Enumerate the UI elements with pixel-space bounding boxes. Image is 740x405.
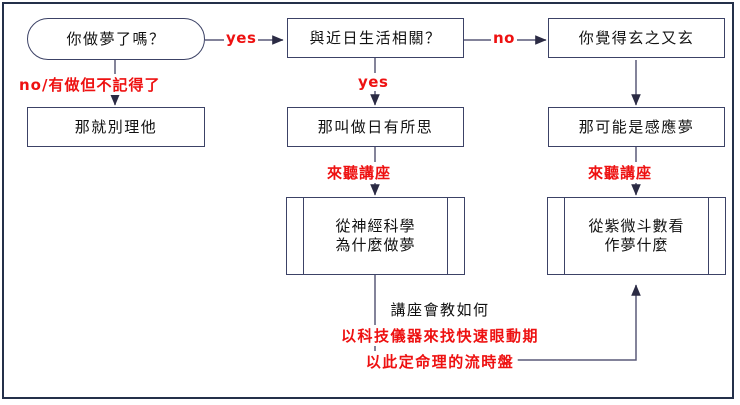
edge-label-text: 來聽講座 bbox=[327, 164, 392, 182]
footer-note-text: 以科技儀器來找快速眼動期 bbox=[340, 327, 540, 345]
edge-label-no-2: no bbox=[491, 29, 517, 47]
footer-note-tech-rem-detection: 以科技儀器來找快速眼動期 bbox=[337, 325, 543, 346]
node-label: 你做夢了嗎？ bbox=[66, 29, 166, 48]
edge-label-come-to-lecture-1: 來聽講座 bbox=[325, 162, 394, 183]
edge-label-yes-2: yes bbox=[356, 73, 391, 91]
footer-note-lecture-teaches: 講座會教如何 bbox=[387, 299, 493, 320]
edge-label-come-to-lecture-2: 來聽講座 bbox=[586, 162, 655, 183]
node-label: 與近日生活相關？ bbox=[309, 28, 442, 47]
node-question-do-you-dream[interactable]: 你做夢了嗎？ bbox=[27, 18, 205, 60]
node-label: 那可能是感應夢 bbox=[578, 117, 695, 136]
node-lecture-neuroscience[interactable]: 從神經科學 為什麼做夢 bbox=[286, 197, 465, 275]
node-label: 你覺得玄之又玄 bbox=[578, 28, 695, 47]
node-label: 從紫微斗數看 作夢什麼 bbox=[588, 217, 685, 254]
edge-label-no-not-remember: no/有做但不記得了 bbox=[17, 74, 163, 95]
edge-label-text: 來聽講座 bbox=[588, 164, 653, 182]
edge-label-text: yes bbox=[358, 73, 389, 91]
node-lecture-ziwei-astrology[interactable]: 從紫微斗數看 作夢什麼 bbox=[547, 197, 726, 275]
node-label: 從神經科學 為什麼做夢 bbox=[335, 217, 416, 254]
node-question-related-to-recent-life[interactable]: 與近日生活相關？ bbox=[287, 18, 464, 58]
node-label: 那叫做日有所思 bbox=[317, 117, 434, 136]
node-result-daytime-thoughts[interactable]: 那叫做日有所思 bbox=[287, 107, 464, 147]
node-result-telepathic-dream[interactable]: 那可能是感應夢 bbox=[548, 107, 725, 147]
node-question-feels-mysterious[interactable]: 你覺得玄之又玄 bbox=[548, 18, 725, 58]
edge-label-yes-1: yes bbox=[224, 29, 259, 47]
edge-label-text: yes bbox=[226, 29, 257, 47]
node-result-ignore-it[interactable]: 那就別理他 bbox=[27, 107, 205, 147]
footer-note-destiny-timeline: 以此定命理的流時盤 bbox=[362, 351, 518, 372]
edge-label-text: no/有做但不記得了 bbox=[19, 76, 161, 94]
node-label: 那就別理他 bbox=[74, 117, 158, 136]
footer-note-text: 講座會教如何 bbox=[390, 301, 490, 319]
footer-note-text: 以此定命理的流時盤 bbox=[365, 353, 515, 371]
edge-label-text: no bbox=[493, 29, 515, 47]
